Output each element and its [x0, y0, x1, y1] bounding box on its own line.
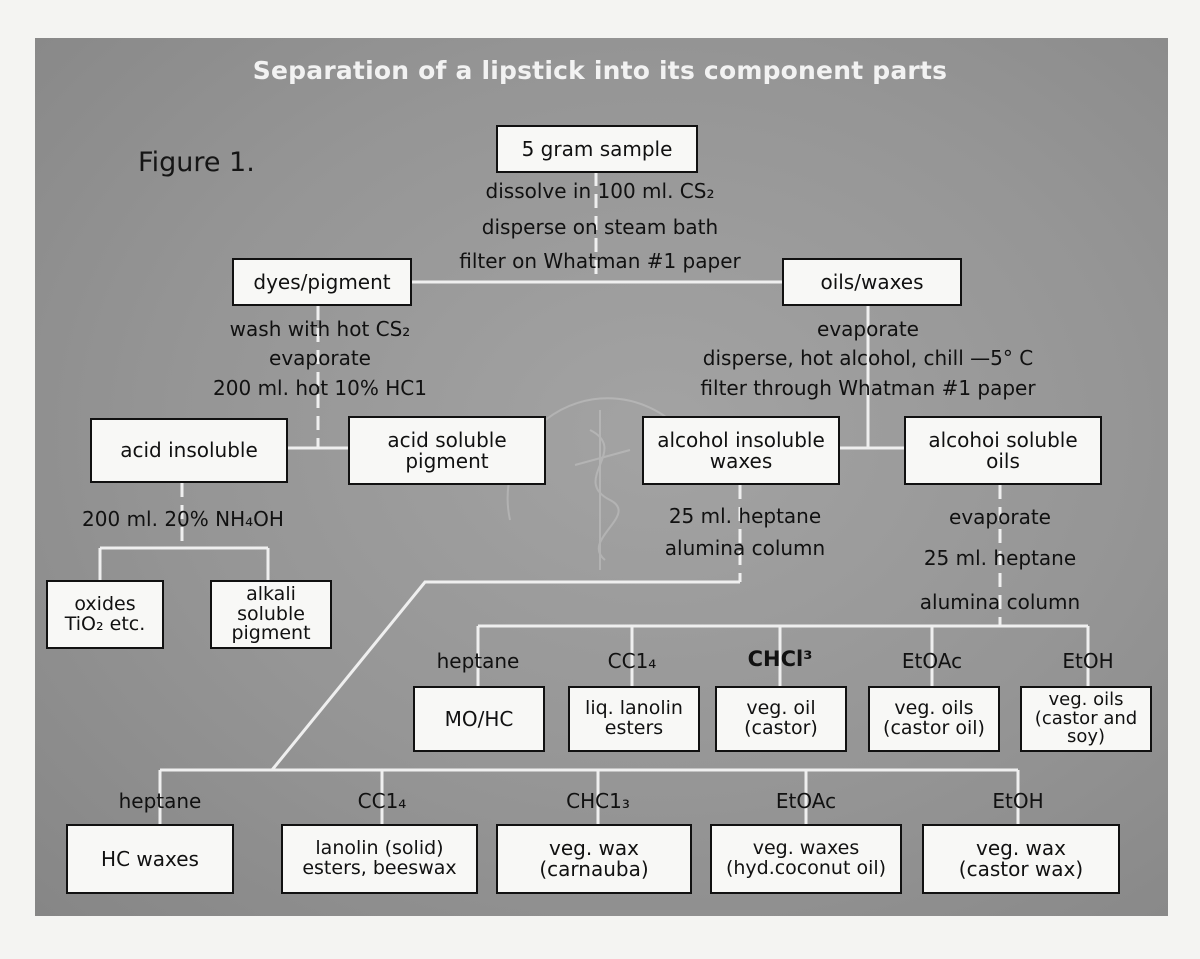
step-filter-whatman: filter on Whatman #1 paper [459, 249, 741, 273]
eluent-upper-ccl4: CC1₄ [607, 649, 657, 673]
eluent-lower-chcl3: CHC1₃ [566, 789, 630, 813]
eluent-lower-etoh: EtOH [992, 789, 1044, 813]
liq-lanolin-esters-box: liq. lanolin esters [568, 686, 700, 752]
figure-label: Figure 1. [138, 147, 255, 178]
step-nh4oh: 200 ml. 20% NH₄OH [82, 507, 284, 531]
veg-wax-carnauba-box: veg. wax (carnauba) [496, 824, 692, 894]
step-alumina-right: alumina column [919, 590, 1081, 614]
eluent-upper-heptane: heptane [436, 649, 520, 673]
step-alumina-left: alumina column [664, 536, 826, 560]
eluent-upper-etoac: EtOAc [901, 649, 963, 673]
eluent-lower-ccl4: CC1₄ [357, 789, 407, 813]
step-evaporate-right: evaporate [817, 317, 919, 341]
eluent-upper-etoh: EtOH [1062, 649, 1114, 673]
alcohol-soluble-oils-box: alcohoi soluble oils [904, 416, 1102, 485]
acid-insoluble-box: acid insoluble [90, 418, 288, 483]
step-hcl: 200 ml. hot 10% HC1 [213, 376, 427, 400]
eluent-lower-etoac: EtOAc [775, 789, 837, 813]
step-heptane-25-right: 25 ml. heptane [923, 546, 1077, 570]
alkali-soluble-pigment-box: alkali soluble pigment [210, 580, 332, 649]
step-disperse-steam: disperse on steam bath [481, 215, 719, 239]
step-heptane-25-left: 25 ml. heptane [668, 504, 822, 528]
oxides-box: oxides TiO₂ etc. [46, 580, 164, 649]
step-evaporate-oils: evaporate [949, 505, 1051, 529]
institute-stamp-watermark [506, 397, 701, 570]
diagram-title: Separation of a lipstick into its compon… [252, 56, 948, 85]
veg-waxes-coconut-box: veg. waxes (hyd.coconut oil) [710, 824, 902, 894]
veg-oil-castor-box: veg. oil (castor) [715, 686, 847, 752]
step-filter-through: filter through Whatman #1 paper [700, 376, 1036, 400]
step-dissolve: dissolve in 100 ml. CS₂ [485, 179, 715, 203]
oils-waxes-box: oils/waxes [782, 258, 962, 306]
sample-box: 5 gram sample [496, 125, 698, 173]
hc-waxes-box: HC waxes [66, 824, 234, 894]
step-disperse-alcohol: disperse, hot alcohol, chill —5° C [702, 346, 1034, 370]
mo-hc-box: MO/HC [413, 686, 545, 752]
eluent-upper-chcl3: CHCl³ [747, 647, 813, 671]
step-wash-cs2: wash with hot CS₂ [229, 317, 411, 341]
dyes-pigment-box: dyes/pigment [232, 258, 412, 306]
veg-wax-castor-box: veg. wax (castor wax) [922, 824, 1120, 894]
eluent-lower-heptane: heptane [118, 789, 202, 813]
acid-soluble-pigment-box: acid soluble pigment [348, 416, 546, 485]
lanolin-solid-box: lanolin (solid) esters, beeswax [281, 824, 478, 894]
veg-oils-castor-oil-box: veg. oils (castor oil) [868, 686, 1000, 752]
alcohol-insoluble-waxes-box: alcohol insoluble waxes [642, 416, 840, 485]
veg-oils-castor-soy-box: veg. oils (castor and soy) [1020, 686, 1152, 752]
step-evaporate-left: evaporate [269, 346, 371, 370]
